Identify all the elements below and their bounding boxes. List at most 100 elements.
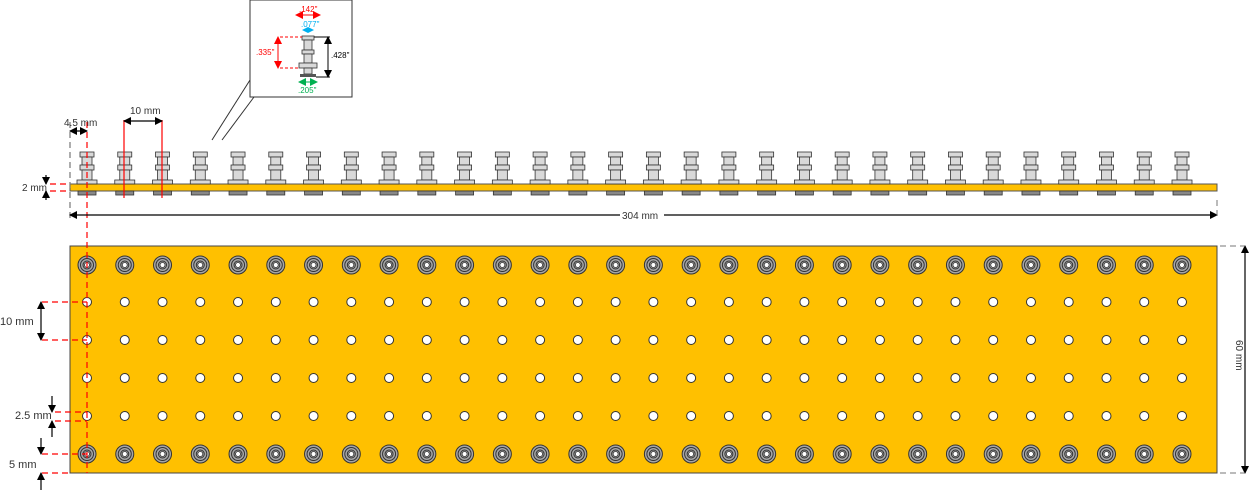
hole: [1139, 297, 1150, 307]
plated-pad: [719, 255, 739, 275]
hole: [1025, 335, 1036, 345]
side-pin: [416, 151, 438, 196]
plated-pad: [1059, 255, 1079, 275]
plated-pad: [681, 255, 701, 275]
hole: [686, 373, 697, 383]
hole: [119, 297, 130, 307]
hole: [912, 297, 923, 307]
inset-callout: [211, 79, 255, 141]
plated-pad: [1172, 444, 1192, 464]
plated-pad: [643, 255, 663, 275]
hole: [799, 335, 810, 345]
side-pin: [1020, 151, 1042, 196]
plated-pad: [945, 444, 965, 464]
side-pin: [945, 151, 966, 196]
hole: [912, 335, 923, 345]
hole: [988, 373, 999, 383]
plated-pad: [228, 255, 248, 275]
plated-pad: [757, 255, 777, 275]
hole: [1063, 373, 1074, 383]
hole: [384, 297, 395, 307]
plated-pad: [983, 255, 1003, 275]
hole: [1139, 411, 1150, 421]
plated-pad: [1021, 444, 1041, 464]
hole: [233, 297, 244, 307]
hole: [384, 373, 395, 383]
hole: [1177, 411, 1187, 421]
hole: [874, 335, 885, 345]
hole: [648, 297, 659, 307]
side-pin: [454, 151, 475, 196]
hole: [157, 335, 168, 345]
hole: [346, 373, 357, 383]
plated-pad: [606, 255, 626, 275]
hole: [1101, 297, 1112, 307]
hole: [1063, 335, 1074, 345]
hole: [497, 411, 508, 421]
hole: [874, 297, 885, 307]
side-pin: [340, 151, 362, 196]
plated-pad: [568, 444, 588, 464]
side-pin: [567, 151, 589, 196]
hole: [535, 335, 546, 345]
hole: [799, 373, 810, 383]
hole: [157, 411, 168, 421]
hole: [421, 373, 432, 383]
plated-pad: [643, 444, 663, 464]
hole: [119, 373, 130, 383]
inset-shaft-width: .077": [301, 20, 320, 29]
hole: [459, 297, 470, 307]
hole: [1025, 373, 1036, 383]
hole: [270, 373, 281, 383]
plated-pad: [304, 255, 324, 275]
side-pin: [982, 151, 1004, 196]
side-pin: [529, 151, 551, 196]
plated-pad: [492, 444, 512, 464]
plated-pad: [304, 444, 324, 464]
hole: [1025, 411, 1036, 421]
plated-pad: [1096, 255, 1116, 275]
plated-pad: [417, 444, 437, 464]
hole: [346, 335, 357, 345]
plated-pad: [1134, 444, 1154, 464]
hole: [1139, 335, 1150, 345]
plated-pad: [379, 444, 399, 464]
side-pin: [1133, 151, 1155, 196]
hole: [950, 373, 961, 383]
hole: [988, 335, 999, 345]
plated-pad: [757, 444, 777, 464]
plated-pad: [1172, 255, 1192, 275]
hole: [572, 297, 583, 307]
side-pin: [756, 151, 778, 196]
hole: [761, 411, 772, 421]
hole: [119, 411, 130, 421]
label-hole-gap: 2.5 mm: [15, 410, 52, 422]
hole: [270, 411, 281, 421]
hole: [1139, 373, 1150, 383]
inset-base-width: .205": [298, 86, 317, 95]
side-pin: [491, 151, 513, 196]
hole: [157, 373, 168, 383]
hole: [346, 411, 357, 421]
side-pin: [642, 151, 664, 196]
hole: [195, 373, 206, 383]
hole: [384, 411, 395, 421]
label-edge-row-offset: 5 mm: [9, 459, 37, 471]
hole: [761, 335, 772, 345]
hole: [270, 335, 281, 345]
plated-pad: [681, 444, 701, 464]
label-pin-pitch: 10 mm: [130, 106, 161, 117]
hole: [459, 373, 470, 383]
plated-pad: [455, 255, 475, 275]
side-pin: [831, 151, 853, 196]
hole: [648, 335, 659, 345]
plated-pad: [341, 255, 361, 275]
plated-pad: [190, 255, 210, 275]
plated-pad: [153, 255, 173, 275]
hole: [497, 373, 508, 383]
hole: [648, 411, 659, 421]
hole: [723, 411, 734, 421]
hole: [572, 411, 583, 421]
top-view-holes: [77, 255, 1192, 464]
hole: [1177, 335, 1187, 345]
